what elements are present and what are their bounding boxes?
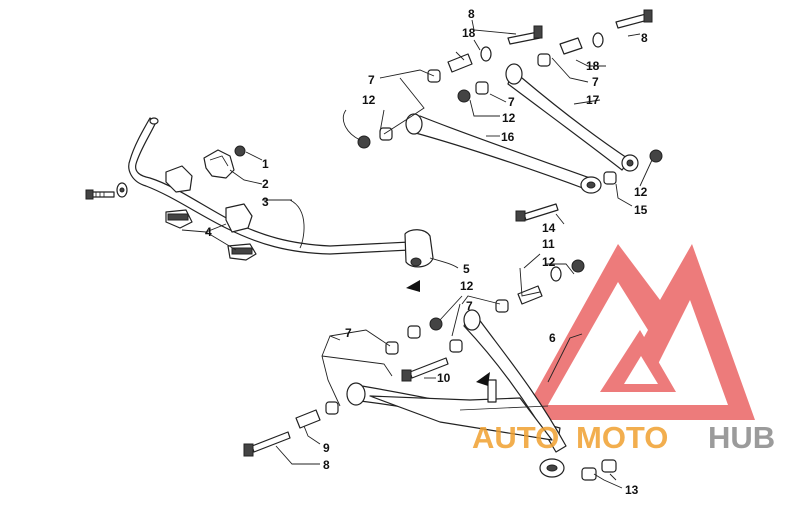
- callout-15: 15: [634, 203, 648, 217]
- callout-11: 11: [542, 237, 555, 251]
- watermark-hub: HUB: [708, 420, 775, 455]
- upper-a-arm-front: [409, 115, 591, 191]
- callout-numbers: 1 2 3 4 5 6 7 7 7 7 7 8 8 8 9 10 11 12 1…: [205, 7, 648, 497]
- callout-7: 7: [368, 73, 375, 87]
- leader-lines: [181, 19, 653, 489]
- lower-a-arm-assembly: [243, 259, 617, 481]
- sway-bar-assembly: [85, 117, 434, 292]
- callout-13: 13: [625, 483, 639, 497]
- callout-3: 3: [262, 195, 269, 209]
- arrow-indicator-icon: [406, 280, 420, 292]
- watermark-text: AUTO MOTO HUB: [472, 420, 775, 455]
- callout-4: 4: [205, 225, 212, 239]
- bolt-icon: [85, 182, 128, 200]
- callout-12: 12: [460, 279, 474, 293]
- callout-8: 8: [468, 7, 475, 21]
- sway-bar-bracket: [203, 149, 235, 179]
- callout-12: 12: [502, 111, 516, 125]
- callout-12: 12: [362, 93, 376, 107]
- callout-7: 7: [508, 95, 515, 109]
- callout-16: 16: [501, 130, 515, 144]
- callout-2: 2: [262, 177, 269, 191]
- watermark-auto: AUTO: [472, 420, 559, 455]
- callout-14: 14: [542, 221, 556, 235]
- arrow-indicator-icon: [476, 372, 490, 386]
- sway-bar-bushing-mid: [225, 203, 253, 233]
- callout-18: 18: [586, 59, 600, 73]
- callout-6: 6: [549, 331, 556, 345]
- callout-1: 1: [262, 157, 269, 171]
- callout-8: 8: [323, 458, 330, 472]
- callout-9: 9: [323, 441, 330, 455]
- sway-bar-end-link: [404, 229, 434, 268]
- callout-10: 10: [437, 371, 451, 385]
- callout-18: 18: [462, 26, 476, 40]
- callout-12: 12: [634, 185, 648, 199]
- upper-a-arm-assembly: [357, 9, 663, 222]
- callout-5: 5: [463, 262, 470, 276]
- callout-17: 17: [586, 93, 600, 107]
- sway-bar-bushing-upper: [165, 165, 193, 193]
- callout-12: 12: [542, 255, 556, 269]
- watermark-moto: MOTO: [576, 420, 668, 455]
- callout-7: 7: [592, 75, 599, 89]
- callout-7: 7: [345, 326, 352, 340]
- watermark-logo-icon: [520, 244, 755, 420]
- nut-icon: [234, 145, 246, 157]
- callout-8: 8: [641, 31, 648, 45]
- callout-7: 7: [466, 299, 473, 313]
